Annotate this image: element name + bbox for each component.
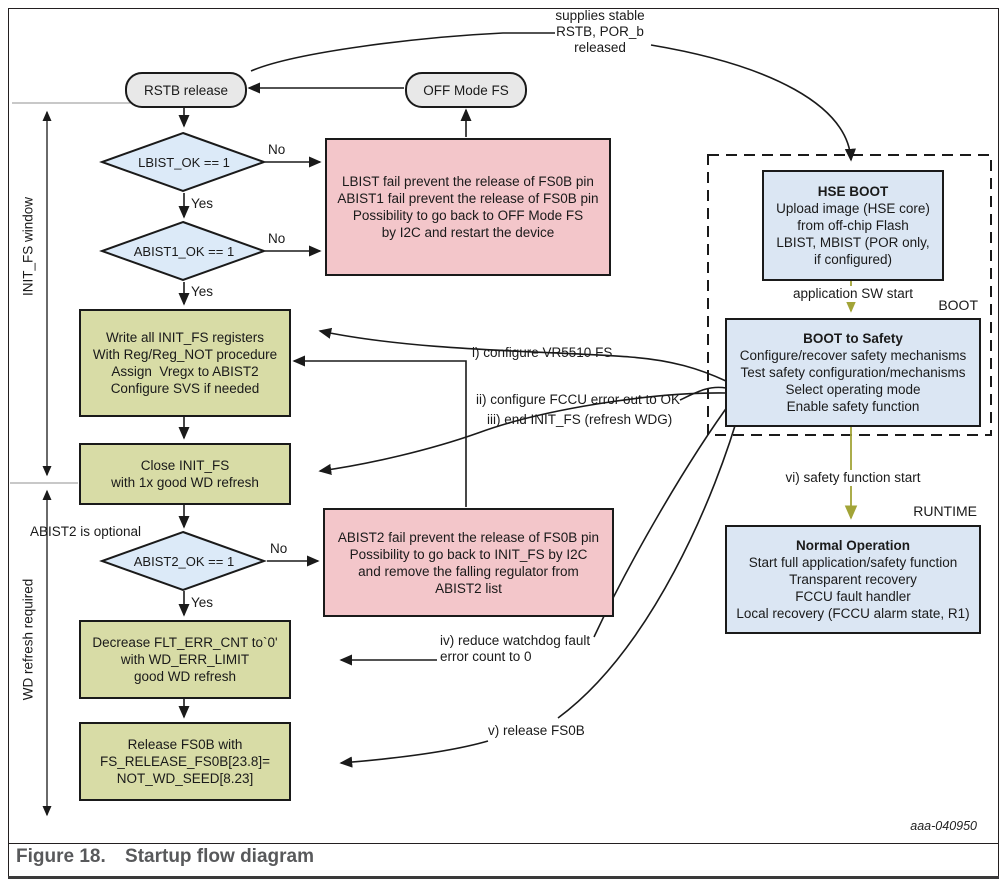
terminator-off-mode-fs: OFF Mode FS [405,72,527,108]
terminator-off-mode-fs-label: OFF Mode FS [423,82,509,98]
label-abist1-yes: Yes [191,284,214,299]
label-abist2-yes: Yes [191,595,214,610]
normal-operation-title: Normal Operation [795,538,911,553]
figure-caption: Figure 18. Startup flow diagram [16,846,314,868]
arrow-supplies-to-hseboot [650,44,856,162]
hse-boot-title: HSE BOOT [817,184,889,199]
decision-abist2-label: ABIST2_OK == 1 [133,553,235,569]
label-wd-refresh-required: WD refresh required [20,578,36,701]
bottom-rule [8,876,999,879]
label-lbist-no: No [268,142,286,157]
caption-title: Startup flow diagram [125,846,314,867]
decision-abist2-shape [99,530,267,592]
label-step-iii: iii) end INIT_FS (refresh WDG) [487,412,673,427]
label-init-fs-window: INIT_FS window [20,196,36,297]
label-runtime-phase: RUNTIME [913,503,977,519]
error-box-abist2: ABIST2 fail prevent the release of FS0B … [323,508,614,617]
label-step-ii: ii) configure FCCU error out to OK [476,392,681,407]
decision-abist1-shape [99,220,267,282]
line-supplies-to-rstb [250,32,555,72]
boot-to-safety-title: BOOT to Safety [803,331,903,346]
arrow-step-v [339,740,489,768]
process-close-init-fs: Close INIT_FS with 1x good WD refresh [79,443,291,505]
arrow-abist2error-to-initfs [292,355,467,507]
figure-id-watermark: aaa-040950 [910,819,977,833]
hse-boot-body: Upload image (HSE core) from off-chip Fl… [776,201,930,267]
label-application-sw-start: application SW start [781,286,925,302]
arrow-step-iii [318,392,727,475]
line-step-ii [679,386,727,401]
normal-operation-body: Start full application/safety function T… [736,555,970,621]
arrow-step-i [318,327,727,382]
process-hse-boot: HSE BOOT Upload image (HSE core) from of… [762,170,944,281]
process-decrease-flt-err-cnt: Decrease FLT_ERR_CNT to`0' with WD_ERR_L… [79,620,291,699]
decision-lbist-label: LBIST_OK == 1 [138,154,230,170]
process-normal-operation: Normal Operation Start full application/… [725,525,981,634]
label-step-vi: vi) safety function start [766,470,940,486]
label-supplies-stable: supplies stable RSTB, POR_b released [555,8,645,55]
decision-abist1-label: ABIST1_OK == 1 [133,243,235,259]
caption-label: Figure 18. [16,846,106,867]
line-step-iv [593,398,734,638]
label-abist2-optional: ABIST2 is optional [30,524,142,539]
boot-to-safety-body: Configure/recover safety mechanisms Test… [739,348,967,414]
process-release-fs0b: Release FS0B with FS_RELEASE_FS0B[23.8]=… [79,722,291,801]
label-abist1-no: No [268,231,286,246]
terminator-rstb-release-label: RSTB release [143,82,229,98]
boot-phase-dashed-region [707,154,992,436]
label-step-iv: iv) reduce watchdog fault error count to… [440,633,591,664]
process-boot-to-safety: BOOT to Safety Configure/recover safety … [725,318,981,427]
line-step-v [557,401,743,719]
label-step-i: i) configure VR5510 FS [472,345,613,360]
error-box-lbist-abist1: LBIST fail prevent the release of FS0B p… [325,138,611,276]
decision-lbist-shape [99,131,267,193]
caption-separator [8,843,999,844]
label-step-v: v) release FS0B [488,723,585,738]
label-lbist-yes: Yes [191,196,214,211]
terminator-rstb-release: RSTB release [125,72,247,108]
label-boot-phase: BOOT [938,297,978,313]
label-abist2-no: No [270,541,288,556]
process-write-init-fs: Write all INIT_FS registers With Reg/Reg… [79,309,291,417]
